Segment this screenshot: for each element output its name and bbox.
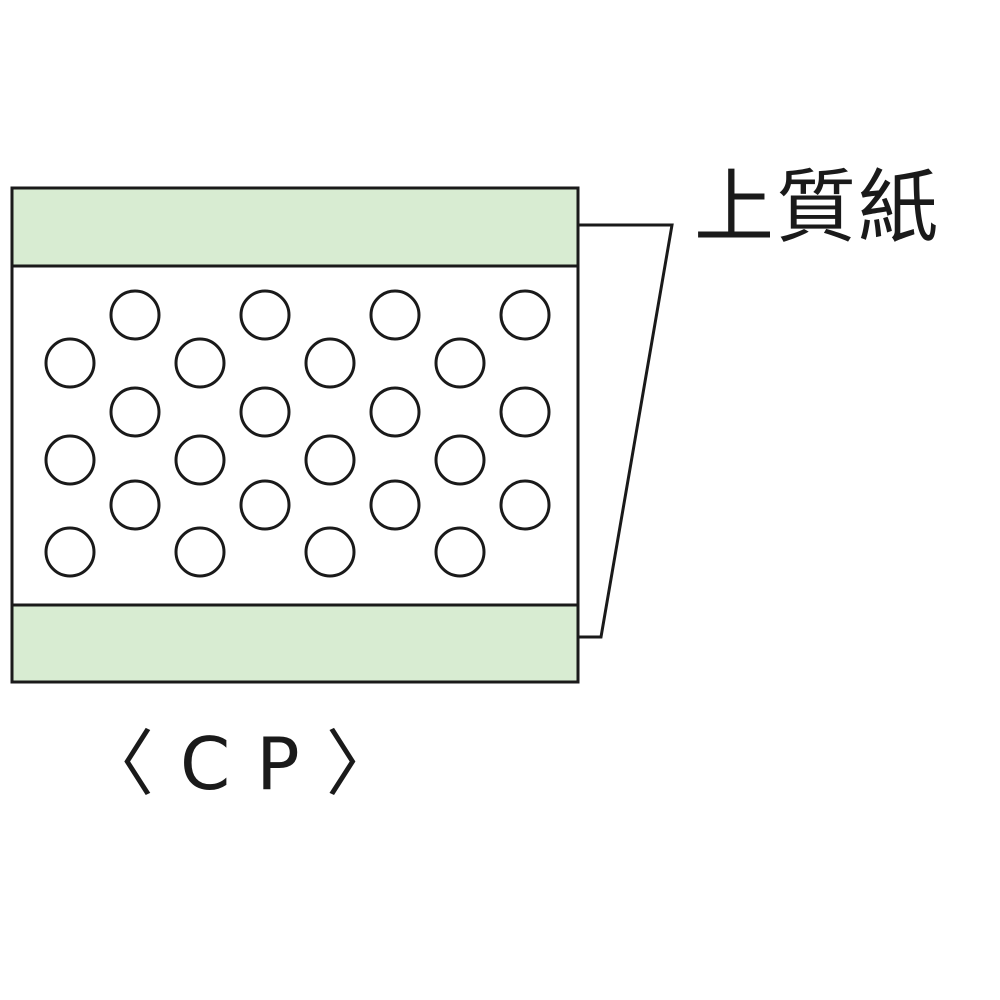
- core-layer: [10, 264, 580, 607]
- core-circle: [239, 289, 291, 341]
- core-circle: [44, 337, 96, 389]
- core-circle: [109, 479, 161, 531]
- core-circle: [239, 479, 291, 531]
- core-circle: [499, 386, 551, 438]
- core-circle: [304, 434, 356, 486]
- core-circle: [499, 479, 551, 531]
- core-circle: [109, 289, 161, 341]
- core-circle: [369, 479, 421, 531]
- core-circle: [174, 337, 226, 389]
- core-circle: [44, 526, 96, 578]
- core-circle: [499, 289, 551, 341]
- core-circle: [434, 526, 486, 578]
- core-circle: [434, 337, 486, 389]
- diagram-caption: 〈CP〉: [82, 722, 424, 806]
- core-circle: [239, 386, 291, 438]
- core-circle: [109, 386, 161, 438]
- callout-bracket-line: [578, 223, 674, 639]
- core-circle: [434, 434, 486, 486]
- core-circle: [174, 526, 226, 578]
- core-circle: [304, 337, 356, 389]
- core-circle: [369, 386, 421, 438]
- top-paper-layer: [10, 186, 580, 268]
- core-circle: [369, 289, 421, 341]
- bottom-paper-layer: [10, 603, 580, 684]
- core-circle: [304, 526, 356, 578]
- paper-callout-label: 上質紙: [694, 161, 940, 254]
- core-circle-pattern: [44, 289, 551, 578]
- core-circle: [174, 434, 226, 486]
- core-circle: [44, 434, 96, 486]
